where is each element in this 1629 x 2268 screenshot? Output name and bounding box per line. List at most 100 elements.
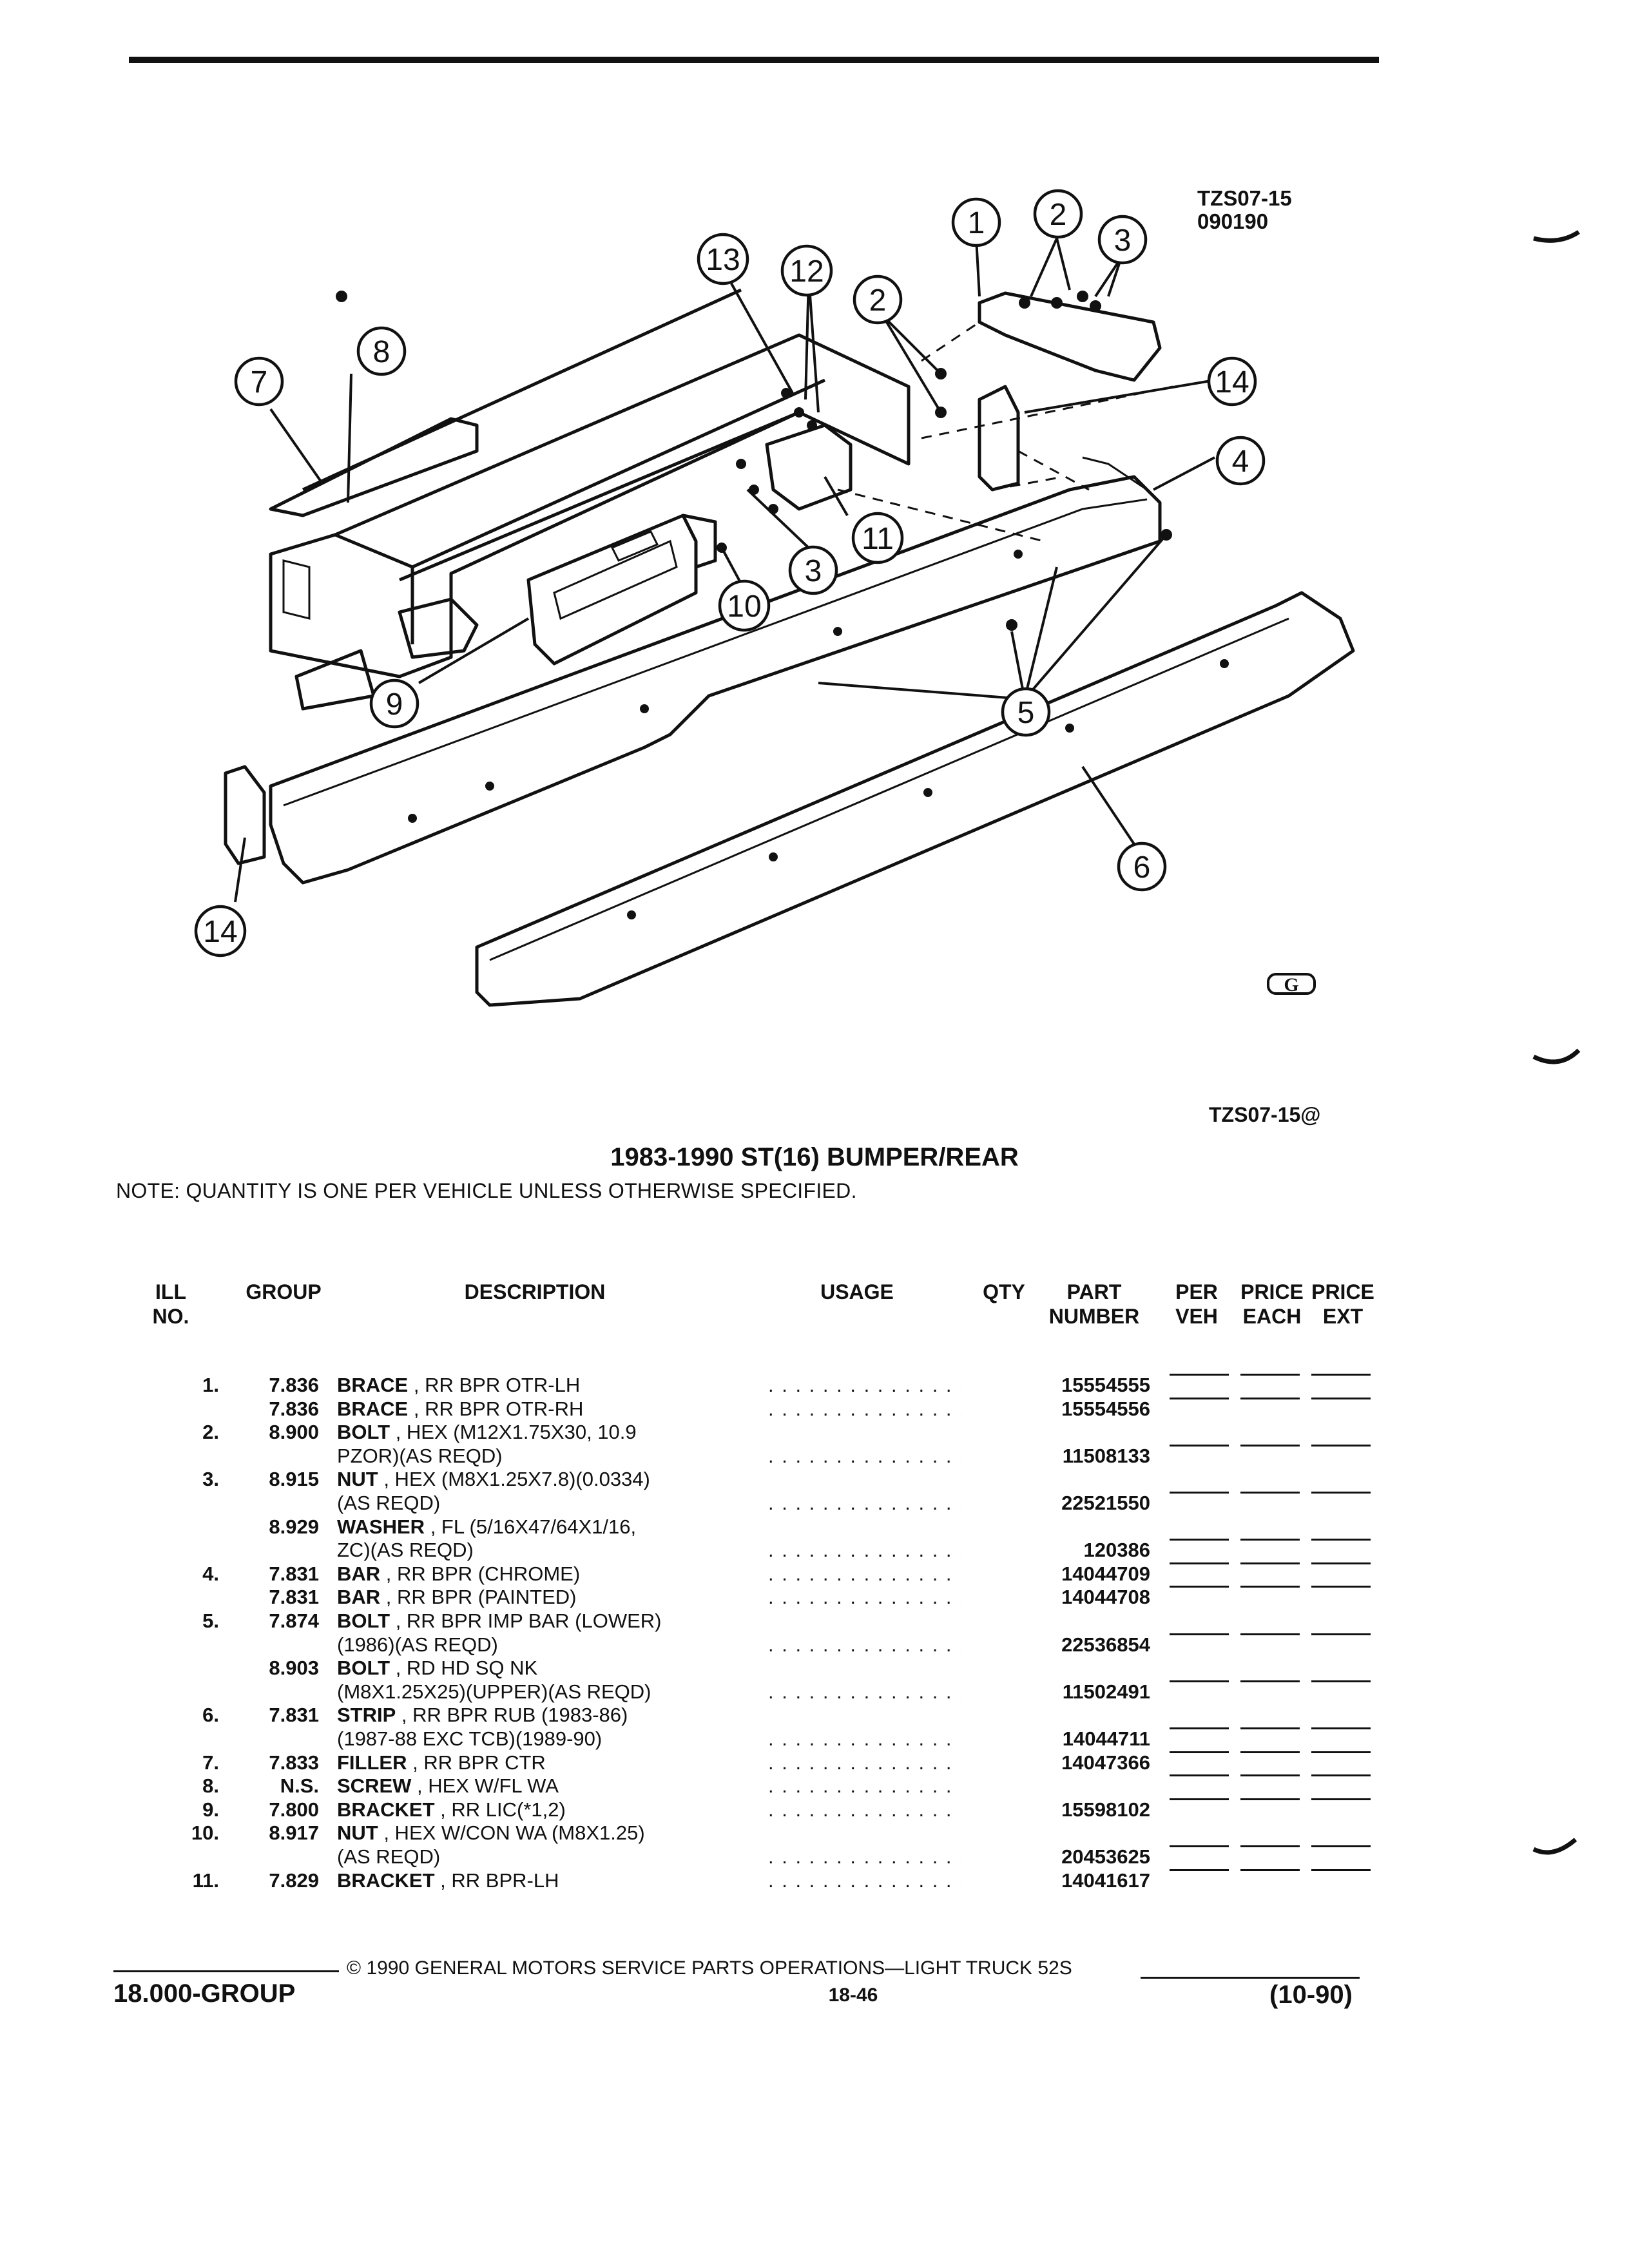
svg-text:7: 7 [251, 365, 268, 399]
description: STRIP , RR BPR RUB (1983-86) [337, 1704, 628, 1727]
rub-strip [475, 591, 1355, 1007]
footer-rule-left [113, 1970, 339, 1972]
part-name: BAR [337, 1562, 381, 1585]
part-detail: (M8X1.25X25)(UPPER)(AS REQD) [337, 1680, 651, 1703]
figure-code-bottom: TZS07-15@ [1209, 1103, 1321, 1126]
price-each-blank [1240, 1680, 1300, 1682]
price-ext-blank [1311, 1845, 1371, 1847]
header-description: DESCRIPTION [464, 1280, 606, 1303]
margin-mark [1533, 230, 1580, 243]
part-number: 15598102 [1061, 1798, 1150, 1821]
part-detail: (1987-88 EXC TCB)(1989-90) [337, 1727, 602, 1750]
exploded-parts-diagram: 1 2 3 2 12 13 8 7 14 4 11 3 10 9 5 6 14 … [194, 189, 1581, 1064]
svg-text:9: 9 [386, 687, 403, 722]
part-number: 15554556 [1061, 1397, 1150, 1420]
top-rule [129, 57, 1379, 63]
callout-2: 2 [1033, 189, 1083, 239]
price-ext-blank [1311, 1869, 1371, 1871]
usage-leader: . . . . . . . . . . . . . . . . . . . . … [768, 1397, 961, 1420]
part-detail: , RR LIC(*1,2) [434, 1798, 566, 1821]
description: PZOR)(AS REQD) [337, 1445, 503, 1468]
footer-date: (10-90) [1269, 1981, 1353, 2009]
callout-14-b: 14 [194, 905, 247, 957]
description: BOLT , RR BPR IMP BAR (LOWER) [337, 1610, 662, 1633]
footer-page-number: 18-46 [828, 1984, 878, 2006]
price-each-blank [1240, 1727, 1300, 1729]
part-number: 11502491 [1062, 1680, 1150, 1703]
part-name: FILLER [337, 1751, 407, 1774]
price-ext-blank [1311, 1444, 1371, 1446]
usage-leader: . . . . . . . . . . . . . . . . . . . . … [768, 1374, 961, 1396]
outer-brace [978, 291, 1162, 382]
figure-code: TZS07-15 [1197, 186, 1292, 210]
price-each-blank [1240, 1444, 1300, 1446]
footer-copyright: © 1990 GENERAL MOTORS SERVICE PARTS OPER… [347, 1957, 1072, 1979]
per-veh-blank [1170, 1586, 1229, 1588]
description: (1987-88 EXC TCB)(1989-90) [337, 1727, 602, 1751]
callout-8: 8 [356, 326, 407, 376]
price-ext-blank [1311, 1774, 1371, 1777]
group-number: 7.833 [269, 1751, 319, 1774]
part-name: SCREW [337, 1774, 412, 1798]
ill-number: 7. [202, 1751, 219, 1774]
part-number: 14041617 [1061, 1869, 1150, 1892]
table-row: PZOR)(AS REQD). . . . . . . . . . . . . … [0, 1444, 1629, 1468]
price-each-blank [1240, 1798, 1300, 1800]
part-name: BRACKET [337, 1869, 435, 1892]
price-each-blank [1240, 1586, 1300, 1588]
group-number: 7.831 [269, 1704, 319, 1727]
description: BRACE , RR BPR OTR-LH [337, 1374, 580, 1397]
per-veh-blank [1170, 1869, 1229, 1871]
footer-rule-right [1141, 1977, 1360, 1979]
description: BRACKET , RR BPR-LH [337, 1869, 559, 1892]
header-per-veh: PER VEH [1175, 1280, 1218, 1328]
end-filler-rh [978, 385, 1020, 492]
part-number: 14044711 [1062, 1727, 1150, 1750]
description: BAR , RR BPR (CHROME) [337, 1562, 580, 1586]
price-ext-blank [1311, 1374, 1371, 1376]
svg-text:11: 11 [862, 522, 894, 556]
svg-text:13: 13 [706, 243, 740, 277]
part-detail: , HEX (M12X1.75X30, 10.9 [390, 1421, 637, 1444]
part-name: BRACE [337, 1374, 409, 1396]
description: (1986)(AS REQD) [337, 1633, 498, 1657]
table-row: (AS REQD) . . . . . . . . . . . . . . . .… [0, 1492, 1629, 1515]
per-veh-blank [1170, 1845, 1229, 1847]
page-title: 1983-1990 ST(16) BUMPER/REAR [610, 1143, 1019, 1171]
usage-leader: . . . . . . . . . . . . . . . . . . . . … [768, 1845, 961, 1868]
svg-text:4: 4 [1232, 445, 1249, 479]
ill-number: 6. [202, 1704, 219, 1727]
part-detail: (AS REQD) [337, 1492, 441, 1514]
usage-leader: . . . . . . . . . . . . . . . . . . . . … [768, 1492, 961, 1514]
end-filler-lh [224, 765, 266, 865]
svg-text:14: 14 [1215, 365, 1249, 399]
page-note: NOTE: QUANTITY IS ONE PER VEHICLE UNLESS… [116, 1179, 857, 1202]
per-veh-blank [1170, 1397, 1229, 1399]
svg-text:12: 12 [789, 255, 824, 289]
part-number: 15554555 [1061, 1374, 1150, 1396]
usage-leader: . . . . . . . . . . . . . . . . . . . . … [768, 1774, 961, 1798]
part-detail: , RR BPR IMP BAR (LOWER) [390, 1610, 662, 1632]
svg-text:2: 2 [1050, 198, 1067, 232]
callout-3-b: 3 [788, 545, 838, 595]
header-price-each: PRICE EACH [1240, 1280, 1304, 1328]
part-detail: , RR BPR CTR [407, 1751, 546, 1774]
part-name: BOLT [337, 1657, 390, 1680]
price-ext-blank [1311, 1680, 1371, 1682]
ill-number: 1. [202, 1374, 219, 1396]
price-ext-blank [1311, 1562, 1371, 1564]
group-number: 7.800 [269, 1798, 319, 1821]
part-detail: (1986)(AS REQD) [337, 1633, 498, 1656]
ill-number: 5. [202, 1610, 219, 1632]
table-row: (AS REQD). . . . . . . . . . . . . . . .… [0, 1845, 1629, 1869]
price-ext-blank [1311, 1586, 1371, 1588]
usage-leader: . . . . . . . . . . . . . . . . . . . . … [768, 1727, 961, 1750]
part-number: 14044709 [1061, 1562, 1150, 1585]
table-row: ZC)(AS REQD). . . . . . . . . . . . . . … [0, 1539, 1629, 1562]
usage-leader: . . . . . . . . . . . . . . . . . . . . … [768, 1751, 961, 1774]
usage-leader: . . . . . . . . . . . . . . . . . . . . … [768, 1798, 961, 1821]
